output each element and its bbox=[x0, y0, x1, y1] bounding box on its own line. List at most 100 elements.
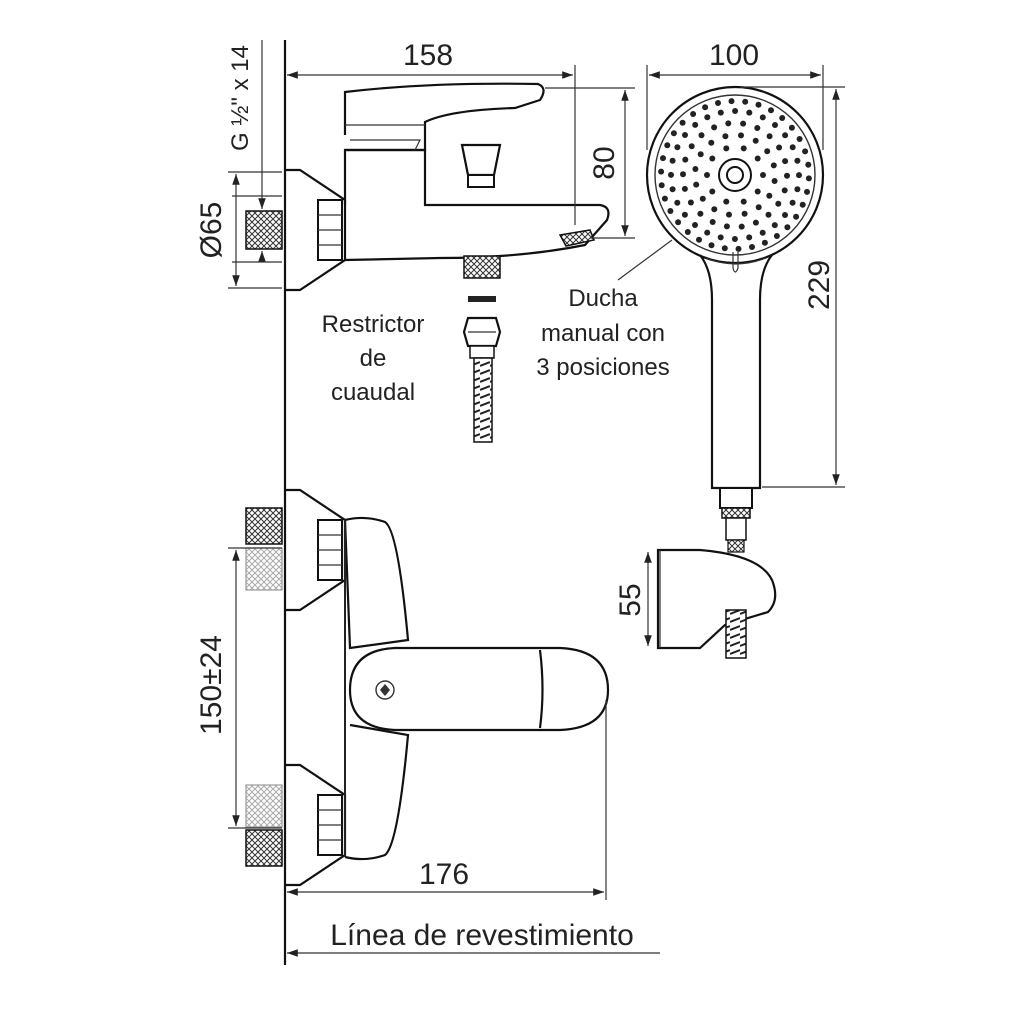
nozzle-dot bbox=[670, 130, 677, 137]
nozzle-dot bbox=[692, 222, 698, 228]
nozzle-dot bbox=[721, 245, 728, 252]
nozzle-dot bbox=[684, 229, 691, 235]
holder-height-label: 55 bbox=[614, 583, 647, 616]
nozzle-dot bbox=[704, 114, 711, 121]
nozzle-dot bbox=[690, 111, 697, 117]
nozzle-dot bbox=[699, 195, 706, 202]
dimension-lines bbox=[228, 40, 845, 957]
nozzle-dot bbox=[682, 132, 688, 138]
cladding-line-label: Línea de revestimiento bbox=[330, 919, 634, 952]
nozzle-dot bbox=[674, 144, 681, 151]
nozzle-dot bbox=[709, 219, 716, 225]
hand-shower bbox=[645, 85, 825, 553]
nozzle-dot bbox=[771, 178, 778, 184]
nozzle-dot bbox=[771, 222, 778, 229]
nozzle-dot bbox=[708, 242, 715, 249]
nozzle-dot bbox=[805, 175, 812, 182]
nozzle-dot bbox=[754, 188, 761, 195]
nozzle-dot bbox=[740, 145, 747, 152]
nozzle-dot bbox=[692, 121, 699, 128]
nozzle-dot bbox=[725, 120, 732, 127]
nozzle-dot bbox=[688, 143, 695, 150]
nozzle-dot bbox=[794, 157, 801, 164]
nozzle-dot bbox=[764, 148, 771, 155]
nozzle-dot bbox=[782, 212, 788, 218]
nozzle-dot bbox=[754, 155, 761, 162]
nozzle-dot bbox=[742, 98, 749, 105]
faucet-front-view bbox=[245, 488, 610, 887]
nozzle-dot bbox=[738, 223, 745, 230]
shower-height-label: 229 bbox=[803, 260, 836, 310]
nozzle-dot bbox=[682, 156, 689, 163]
nozzle-dot bbox=[775, 200, 782, 207]
shower-width-label: 100 bbox=[709, 39, 759, 72]
nozzle-dot bbox=[681, 185, 688, 192]
nozzle-dot bbox=[770, 162, 777, 169]
restrictor-label-2: de bbox=[360, 345, 387, 372]
shower-desc-label-2: manual con bbox=[541, 320, 665, 347]
nozzle-dot bbox=[723, 145, 730, 152]
nozzle-dot bbox=[680, 171, 686, 178]
faucet-side-view bbox=[245, 82, 610, 292]
nozzle-dot bbox=[669, 157, 676, 164]
nozzle-dot bbox=[768, 107, 774, 114]
nozzle-dot bbox=[752, 219, 759, 226]
nozzle-dot bbox=[755, 204, 762, 211]
nozzle-dot bbox=[772, 122, 778, 128]
bottom-spacing-label: 150±24 bbox=[195, 635, 228, 735]
nozzle-dot bbox=[782, 158, 789, 165]
nozzle-dot bbox=[658, 168, 665, 175]
nozzle-dot bbox=[728, 98, 735, 105]
nozzle-dot bbox=[667, 208, 674, 214]
nozzle-dot bbox=[711, 206, 718, 213]
nozzle-dot bbox=[726, 211, 732, 218]
diameter-label: Ø65 bbox=[195, 202, 228, 259]
nozzle-dot bbox=[658, 182, 665, 189]
nozzle-dot bbox=[784, 172, 790, 179]
nozzle-dot bbox=[664, 142, 671, 149]
nozzle-dot bbox=[717, 109, 724, 116]
nozzle-dot bbox=[698, 132, 705, 139]
nozzle-dot bbox=[765, 211, 772, 218]
thread-spec-label: G ½" x 14 bbox=[227, 45, 254, 151]
nozzle-dot bbox=[697, 151, 704, 158]
nozzle-dot bbox=[802, 148, 809, 155]
nozzle-dot bbox=[709, 155, 716, 162]
nozzle-dot bbox=[708, 139, 715, 146]
nozzle-dot bbox=[696, 236, 702, 243]
flow-restrictor bbox=[462, 296, 502, 443]
shower-desc-label-1: Ducha bbox=[568, 285, 638, 312]
nozzle-dot bbox=[782, 132, 789, 139]
nozzle-dot bbox=[692, 166, 699, 172]
nozzle-dot bbox=[740, 120, 747, 127]
nozzle-dot bbox=[669, 186, 676, 193]
nozzle-dot bbox=[746, 234, 753, 241]
nozzle-dot bbox=[766, 133, 773, 140]
nozzle-dot bbox=[784, 224, 791, 231]
nozzle-dot bbox=[794, 186, 801, 193]
shower-holder bbox=[656, 548, 777, 659]
nozzle-dot bbox=[740, 198, 747, 205]
restrictor-label-3: cuaudal bbox=[331, 379, 415, 406]
nozzle-dot bbox=[715, 100, 721, 106]
nozzle-dot bbox=[759, 114, 766, 121]
nozzle-dot bbox=[796, 136, 803, 142]
nozzle-dot bbox=[760, 172, 766, 178]
nozzle-dot bbox=[746, 109, 753, 116]
nozzle-dot bbox=[759, 229, 766, 236]
nozzle-dot bbox=[789, 144, 796, 151]
nozzle-dot bbox=[781, 187, 788, 194]
nozzle-dot bbox=[755, 101, 762, 108]
nozzle-dot bbox=[681, 211, 688, 218]
nozzle-dot bbox=[776, 144, 783, 151]
nozzle-dot bbox=[805, 161, 812, 168]
nozzle-dot bbox=[738, 132, 744, 139]
nozzle-dot bbox=[804, 188, 810, 195]
nozzle-dot bbox=[697, 210, 704, 217]
nozzle-dot bbox=[674, 199, 681, 206]
nozzle-dot bbox=[741, 210, 748, 217]
bottom-width-label: 176 bbox=[419, 858, 469, 891]
nozzle-dot bbox=[711, 124, 718, 131]
nozzle-dot bbox=[675, 219, 682, 226]
